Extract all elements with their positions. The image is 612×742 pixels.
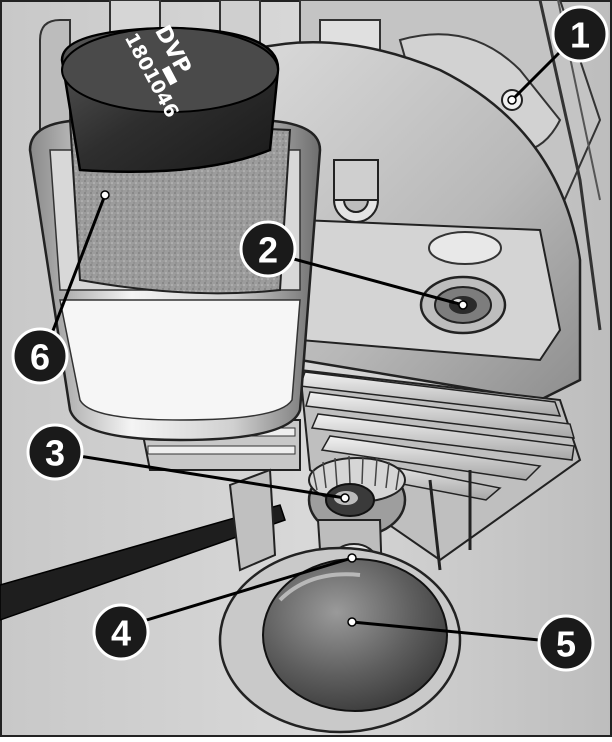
- callout-6: 6: [11, 327, 69, 385]
- callout-4-label: 4: [111, 613, 131, 654]
- leader-dots: [100, 95, 517, 627]
- leader-line-6: [42, 194, 107, 355]
- callout-1-label: 1: [570, 15, 590, 56]
- callout-5: 5: [537, 614, 595, 672]
- leader-line-2: [267, 250, 464, 307]
- leader-line-5: [351, 620, 561, 644]
- filter-cap: DVP 1801046: [60, 21, 280, 174]
- cap-marker: [161, 65, 178, 86]
- cooling-fins: [138, 368, 582, 571]
- knurled-cap: [307, 455, 407, 538]
- housing-bolt: [333, 159, 379, 223]
- callout-2: 2: [239, 220, 297, 278]
- leader-line-1: [510, 43, 569, 102]
- callout-3-label: 3: [45, 433, 65, 474]
- leader-line-3: [59, 451, 346, 500]
- callout-4: 4: [92, 603, 150, 661]
- callout-6-label: 6: [30, 337, 50, 378]
- callout-2-label: 2: [258, 230, 278, 271]
- drain-bowl: [218, 546, 462, 734]
- intake-pipe: [0, 468, 286, 621]
- leader-lines: [42, 43, 569, 644]
- callout-5-label: 5: [556, 624, 576, 665]
- callout-1: 1: [551, 5, 609, 63]
- leader-line-4: [119, 556, 353, 630]
- callout-3: 3: [26, 423, 84, 481]
